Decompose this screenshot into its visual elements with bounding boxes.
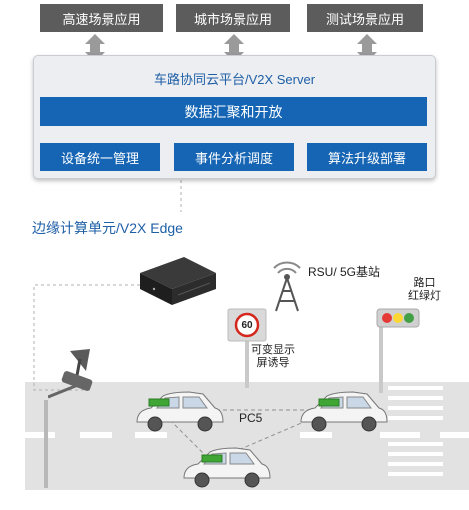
pc5-label: PC5 [239,411,263,425]
obu-unit [318,398,340,407]
event-analysis-bar: 事件分析调度 [174,143,294,171]
traffic-light-icon [376,308,420,328]
edge-device-icon [140,257,216,305]
yellow-light [393,313,403,323]
vehicle-2 [300,391,388,432]
crosswalk [388,386,443,476]
variable-sign-label: 可变显示 屏诱导 [251,344,295,369]
data-aggregation-bar: 数据汇聚和开放 [40,97,427,126]
vehicle-1 [136,391,224,432]
speed-limit-value: 60 [241,320,253,331]
rsu-tower-icon [273,261,301,312]
obu-unit [148,398,170,407]
variable-sign-icon [227,308,267,342]
device-management-bar: 设备统一管理 [40,143,160,171]
edge-unit-label: 边缘计算单元/V2X Edge [32,220,183,236]
scenario-testing: 测试场景应用 [307,4,423,32]
obu-unit [201,454,223,463]
platform-title: 车路协同云平台/V2X Server [153,72,316,87]
rsu-label: RSU/ 5G基站 [308,265,381,279]
edge-camera-link [33,284,140,391]
lane-dashes [25,432,469,438]
traffic-light-label: 路口 红绿灯 [408,277,441,302]
camera-radar-icon [48,349,93,399]
scenario-highway: 高速场景应用 [40,4,163,32]
green-light [404,313,414,323]
scenario-urban: 城市场景应用 [176,4,290,32]
red-light [382,313,392,323]
v2x-server-platform: 车路协同云平台/V2X Server 数据汇聚和开放 设备统一管理 事件分析调度… [33,55,436,179]
algorithm-deploy-bar: 算法升级部署 [307,143,427,171]
vehicle-3 [183,447,271,488]
